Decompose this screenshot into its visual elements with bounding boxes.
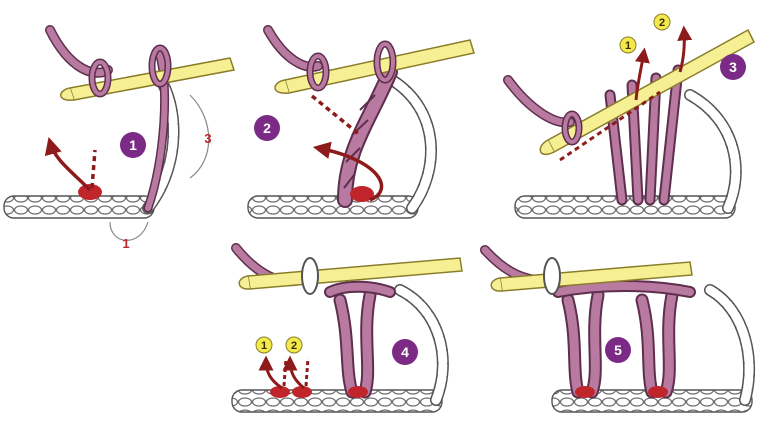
step-badge: 3	[720, 54, 746, 80]
order-number: 2	[659, 17, 665, 29]
step-badge: 4	[392, 339, 418, 365]
step-number: 5	[614, 342, 622, 358]
curved-arrow-icon	[44, 136, 97, 192]
chain-count-label: 1	[122, 236, 129, 251]
step-number: 1	[129, 137, 137, 153]
panel-step-4: 1 2 4	[231, 243, 463, 413]
panel-step-3: 1 2 3	[503, 13, 755, 219]
order-number: 1	[261, 340, 267, 352]
chain-count-label: 3	[204, 131, 211, 146]
step-badge: 5	[605, 337, 631, 363]
step-badge: 1	[120, 132, 146, 158]
stitch-marker	[575, 386, 595, 398]
curved-arrow-icon	[310, 94, 384, 202]
step-number: 2	[263, 120, 271, 136]
hook-icon	[60, 57, 235, 101]
panel-step-1: 1 1 3	[3, 25, 235, 251]
step-number: 3	[729, 59, 737, 75]
stitch-marker	[648, 386, 668, 398]
panel-step-5: 5	[480, 245, 756, 413]
stitch-marker	[270, 386, 290, 398]
step-badge: 2	[254, 115, 280, 141]
foundation-chain	[247, 195, 419, 219]
step-number: 4	[401, 344, 409, 360]
order-badge: 1	[255, 336, 273, 354]
foundation-chain	[231, 389, 443, 413]
stitch-marker	[78, 184, 102, 200]
order-badge: 1	[619, 36, 637, 54]
foundation-chain	[3, 195, 155, 219]
order-number: 1	[625, 40, 631, 52]
order-number: 2	[291, 340, 297, 352]
order-badge: 2	[653, 13, 671, 31]
panel-step-2: 2	[247, 25, 475, 219]
stitch-marker	[292, 386, 312, 398]
order-badge: 2	[285, 336, 303, 354]
stitch-marker	[348, 386, 368, 398]
arrow-icon	[258, 355, 310, 390]
arrow-icon	[559, 25, 693, 162]
stitch-marker	[350, 186, 374, 202]
